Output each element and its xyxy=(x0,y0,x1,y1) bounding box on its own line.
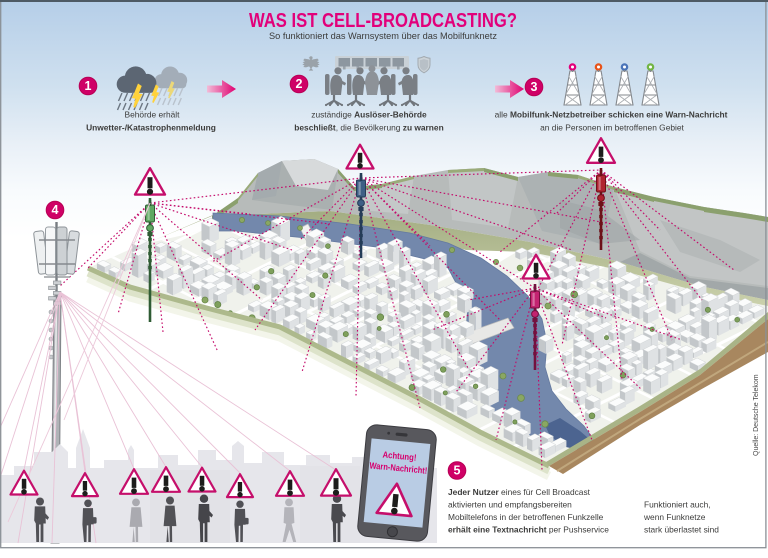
svg-text:Achtung!: Achtung! xyxy=(382,450,417,463)
svg-text:WAS IST CELL-BROADCASTING?: WAS IST CELL-BROADCASTING? xyxy=(249,10,517,32)
svg-text:Quelle: Deutsche Telekom: Quelle: Deutsche Telekom xyxy=(753,374,760,456)
svg-text:stark überlastet sind: stark überlastet sind xyxy=(644,525,719,535)
svg-text:zuständige Auslöser-Behörde: zuständige Auslöser-Behörde xyxy=(311,110,427,120)
svg-text:3: 3 xyxy=(531,80,538,94)
svg-text:beschließt, die Bevölkerung zu: beschließt, die Bevölkerung zu warnen xyxy=(294,123,443,133)
svg-text:aktivierten und empfangsbereit: aktivierten und empfangsbereiten xyxy=(448,500,572,510)
svg-text:Behörde erhält: Behörde erhält xyxy=(125,110,181,120)
svg-text:alle Mobilfunk-Netzbetreiber s: alle Mobilfunk-Netzbetreiber schicken ei… xyxy=(495,110,728,120)
svg-text:Funktioniert auch,: Funktioniert auch, xyxy=(644,500,711,510)
svg-text:wenn Funknetze: wenn Funknetze xyxy=(643,512,706,522)
svg-text:4: 4 xyxy=(52,203,59,217)
svg-text:So funktioniert das Warnsystem: So funktioniert das Warnsystem über das … xyxy=(269,31,498,41)
svg-text:5: 5 xyxy=(454,464,461,478)
svg-text:an die Personen im betroffenen: an die Personen im betroffenen Gebiet xyxy=(540,123,684,133)
svg-text:Mobiltelefons in der betroffen: Mobiltelefons in der betroffenen Funkzel… xyxy=(448,512,604,522)
svg-text:1: 1 xyxy=(85,79,92,93)
svg-text:erhält eine Textnachricht per: erhält eine Textnachricht per Pushservic… xyxy=(448,525,609,535)
svg-text:Unwetter-/Katastrophenmeldung: Unwetter-/Katastrophenmeldung xyxy=(86,123,216,133)
svg-text:Jeder Nutzer eines für Cell Br: Jeder Nutzer eines für Cell Broadcast xyxy=(448,487,591,497)
svg-text:2: 2 xyxy=(296,77,303,91)
